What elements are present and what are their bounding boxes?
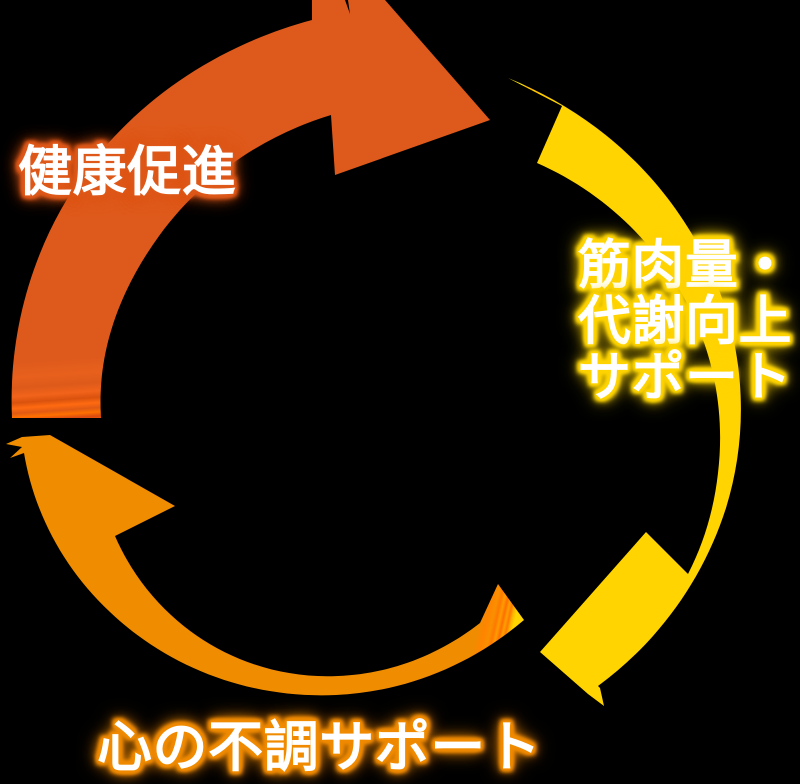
segment-label-health-promotion: 健康促進 — [18, 140, 237, 203]
segment-label-muscle-metabolism: 筋肉量・ 代謝向上 サポート — [577, 235, 792, 409]
arrow-mind-support — [6, 435, 524, 696]
arrow-health-promotion — [11, 0, 491, 418]
segment-label-line-1: 筋肉量・ — [577, 235, 792, 296]
segment-label-line-2: 代謝向上 — [577, 291, 792, 353]
segment-label-mind-support: 心の不調サポート — [97, 714, 542, 779]
arrow-muscle-metabolism — [508, 78, 741, 706]
segment-label-line-3: サポート — [577, 347, 792, 409]
